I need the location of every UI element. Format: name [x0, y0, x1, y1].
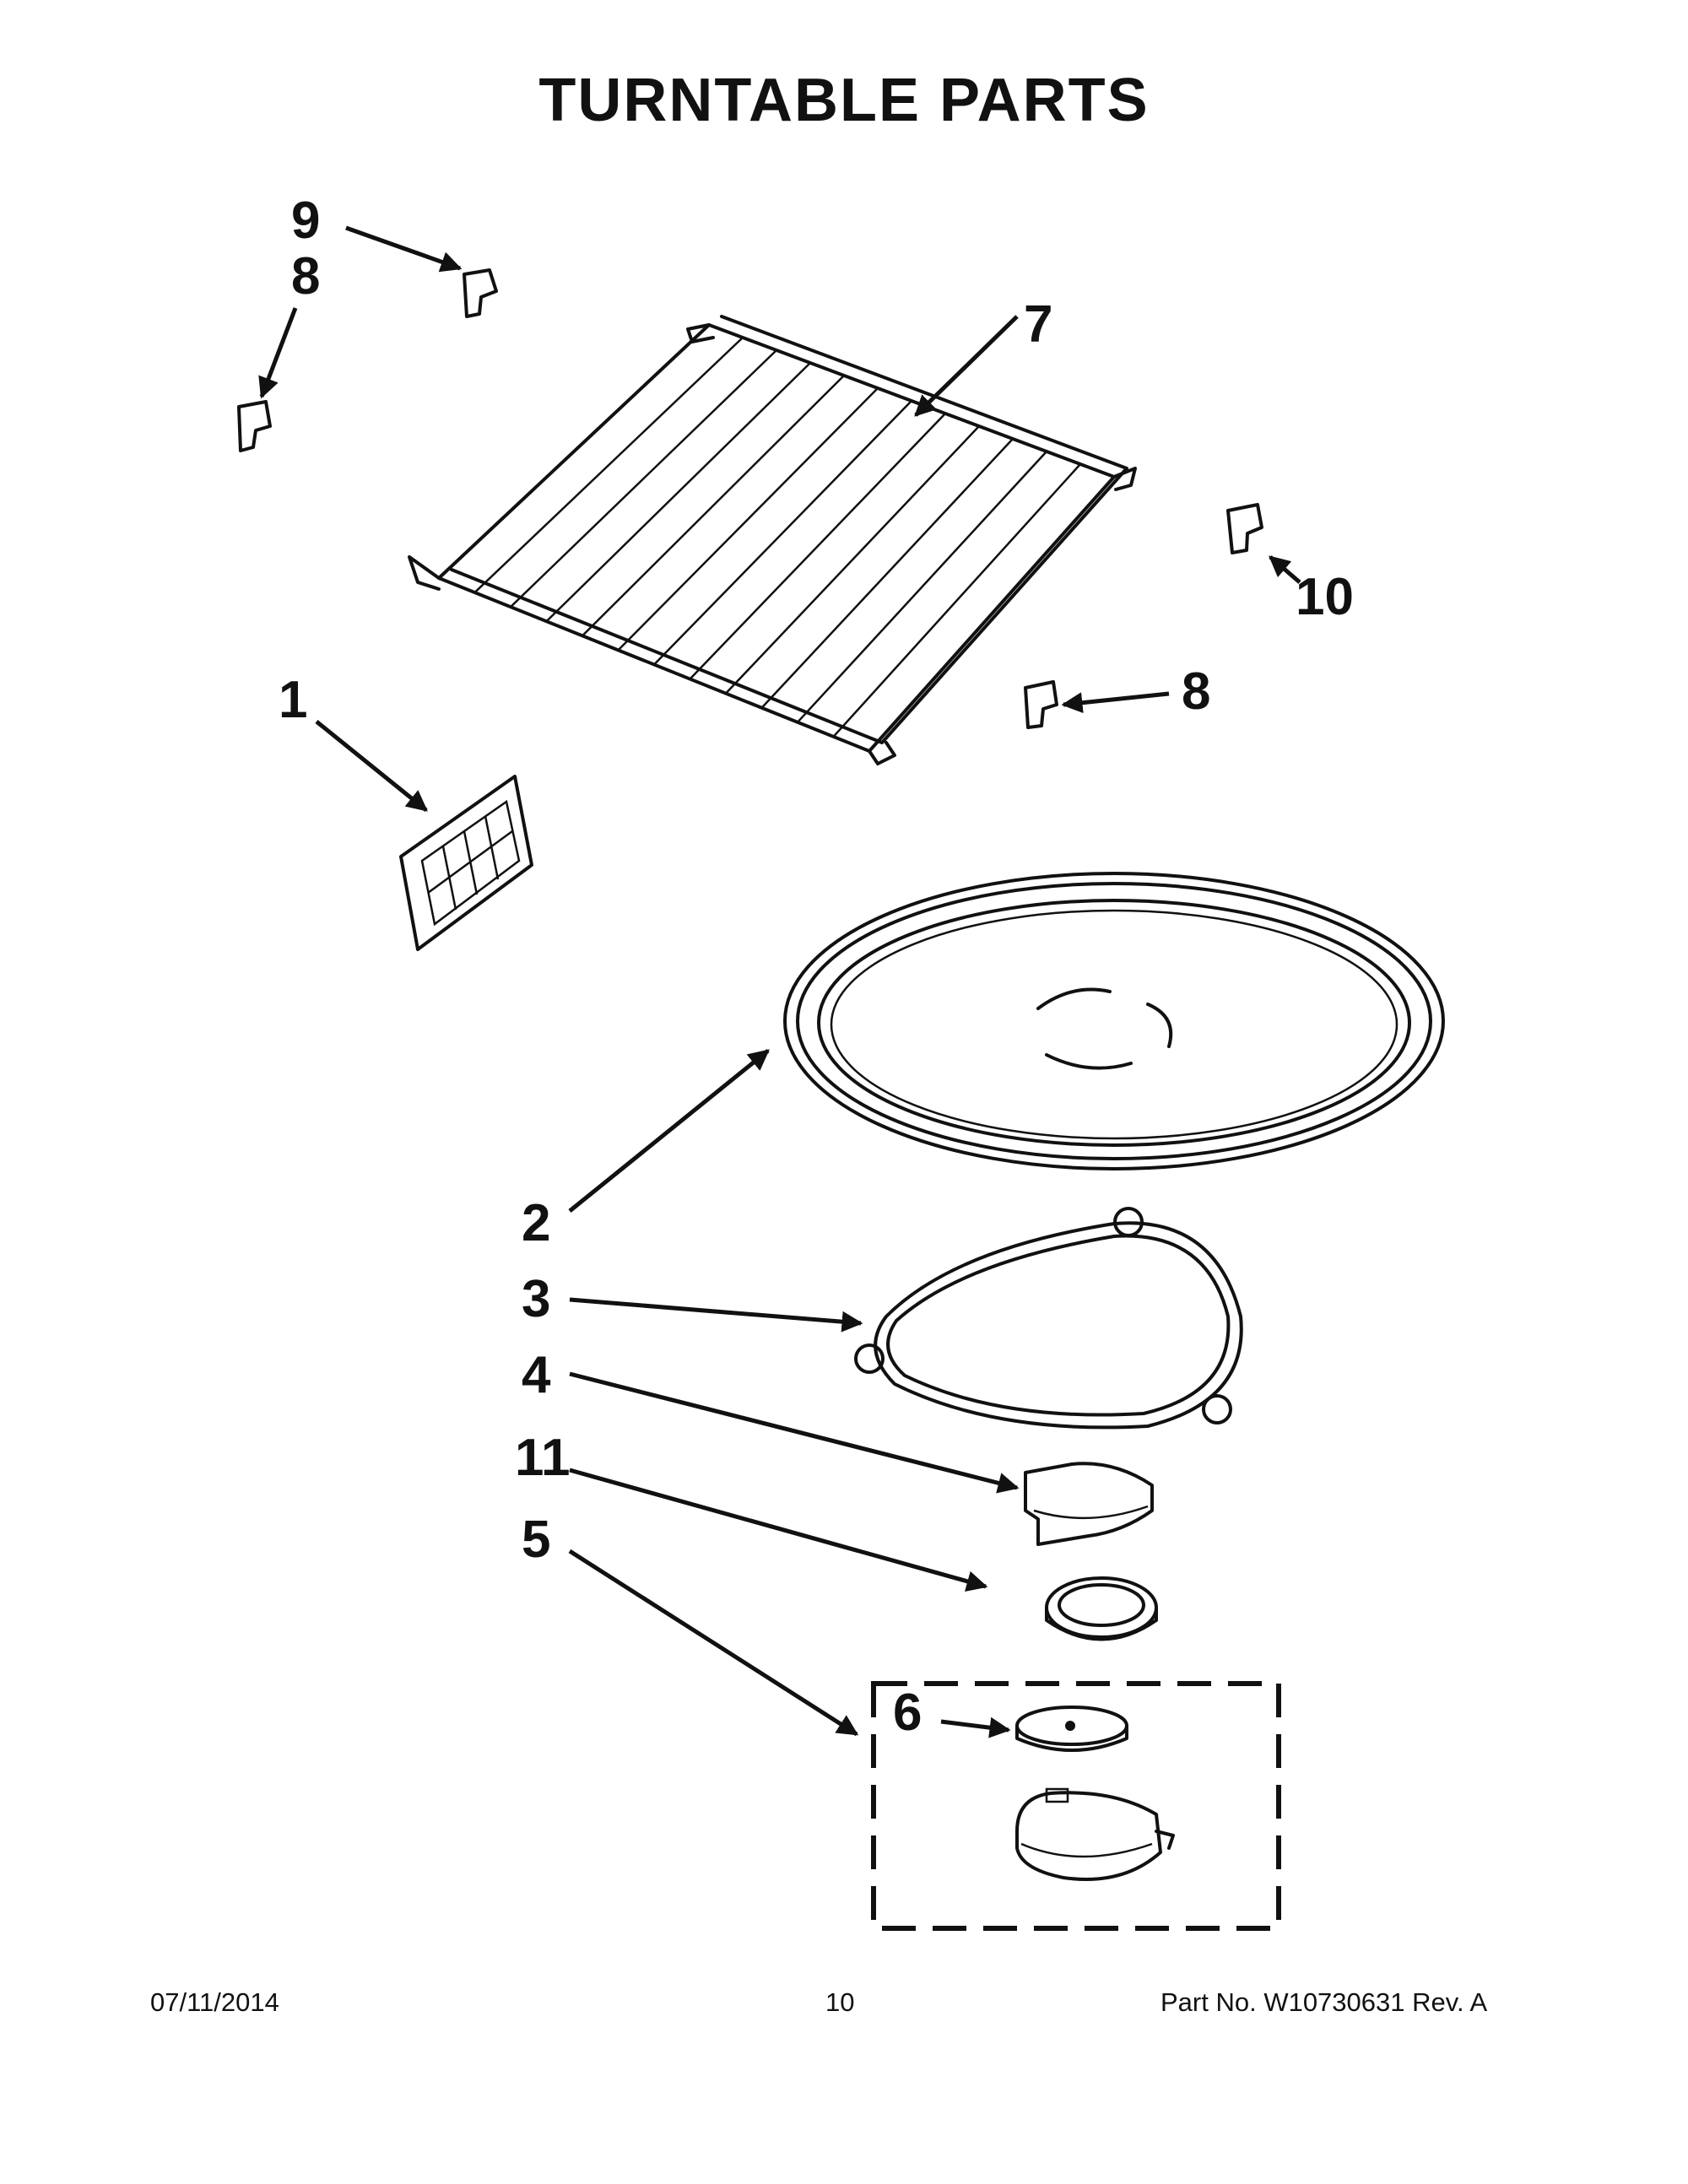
rack-wire	[689, 413, 946, 680]
rack-wire	[725, 425, 980, 695]
callout-labels: 9 8 7 10 8 1 2 3 4 11 5 6	[279, 192, 1354, 1742]
leader-10	[1269, 555, 1301, 584]
footer-part-number: Part No. W10730631 Rev. A	[1160, 1987, 1488, 2017]
callout-3: 3	[522, 1270, 550, 1328]
leader-2	[568, 1049, 770, 1213]
rack-wire	[653, 400, 912, 666]
callout-1: 1	[279, 671, 307, 729]
grid-cover-part-1	[399, 775, 533, 951]
leader-1	[315, 720, 428, 812]
leader-4	[569, 1371, 1020, 1494]
callout-6: 6	[893, 1684, 922, 1742]
callout-8-right: 8	[1182, 662, 1210, 721]
leader-5	[568, 1549, 859, 1737]
clip-part-8-right	[1024, 680, 1058, 729]
page-title: TURNTABLE PARTS	[538, 67, 1150, 134]
rack-wire	[797, 451, 1047, 723]
roller-ring-part-3	[854, 1207, 1243, 1430]
callout-8-left: 8	[291, 247, 320, 305]
rack-wire	[510, 349, 777, 608]
footer-page-number: 10	[825, 1987, 855, 2017]
callout-9: 9	[291, 192, 320, 250]
callout-10: 10	[1296, 568, 1354, 626]
rack-wire	[582, 375, 845, 637]
leader-3	[569, 1297, 863, 1333]
leader-6	[940, 1716, 1011, 1738]
coupler-part-4	[1024, 1462, 1154, 1546]
callout-11: 11	[515, 1429, 571, 1487]
rack-wire	[760, 438, 1014, 709]
leader-lines	[258, 225, 1301, 1738]
callout-5: 5	[522, 1511, 550, 1569]
rack-wire	[545, 362, 811, 623]
leader-11	[569, 1468, 988, 1592]
clip-part-10	[1226, 503, 1263, 554]
clip-part-9	[463, 268, 498, 318]
callout-2: 2	[522, 1194, 550, 1252]
leader-7	[914, 315, 1019, 417]
cap-part-6	[1015, 1706, 1128, 1752]
motor-assembly-box-part-5	[871, 1681, 1281, 1931]
rack-wire	[832, 463, 1081, 738]
turntable-motor	[1015, 1787, 1175, 1881]
callout-4: 4	[522, 1346, 551, 1404]
rack-wire	[473, 337, 744, 593]
leader-8-right	[1061, 691, 1170, 714]
callout-7: 7	[1024, 295, 1052, 354]
footer-date: 07/11/2014	[150, 1987, 279, 2017]
bearing-ring-part-11	[1045, 1576, 1158, 1641]
turntable-tray-part-2	[783, 872, 1445, 1170]
leader-9	[345, 225, 463, 273]
clip-part-8-left	[237, 400, 272, 452]
wire-rack-part-7	[408, 315, 1137, 765]
rack-wire	[617, 387, 879, 651]
leader-8-left	[258, 307, 298, 399]
